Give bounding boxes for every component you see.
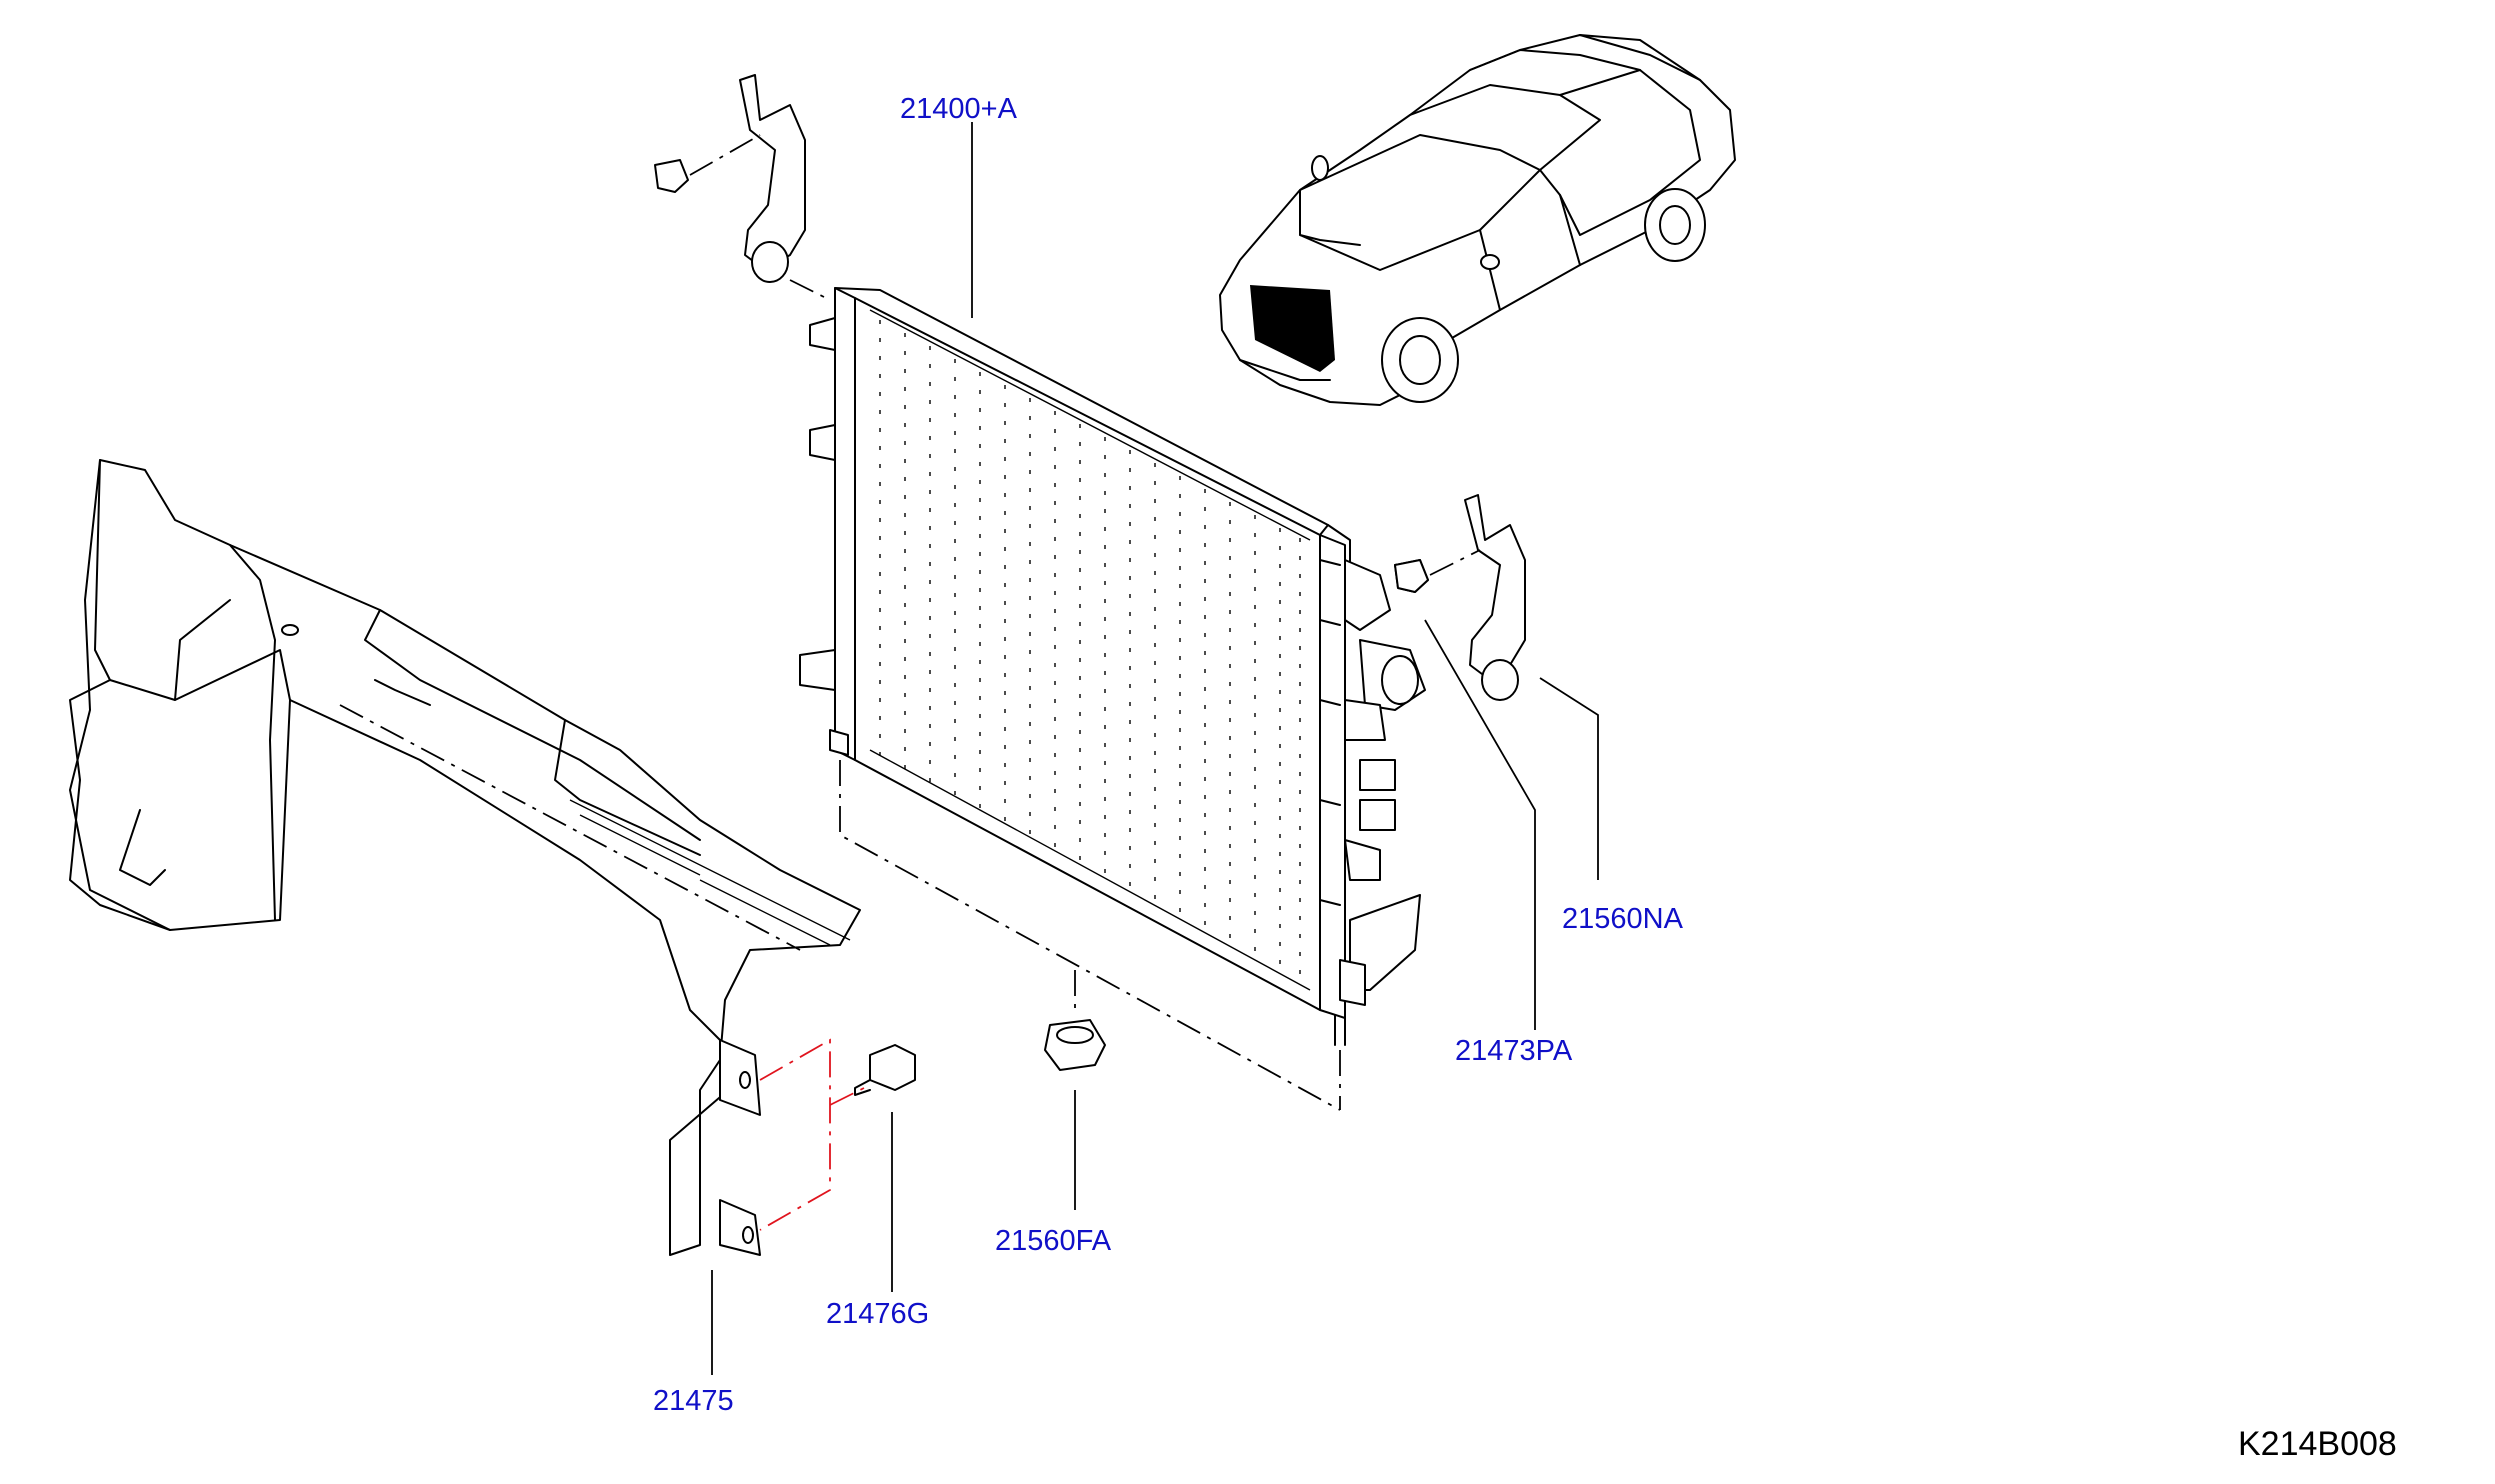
vehicle-locator [1219, 34, 1736, 406]
diagram-code: K214B008 [2238, 1425, 2397, 1463]
label-mount-upper[interactable]: 21560NA [1562, 903, 1684, 935]
radiator [799, 287, 1426, 1046]
lower-mount-grommet [1044, 970, 1106, 1071]
clip-21473pa [1394, 559, 1429, 593]
radiator-core-fins [879, 320, 1301, 985]
clip-fastener [759, 1038, 916, 1231]
label-air-guide[interactable]: 21475 [653, 1385, 734, 1417]
upper-mount-bracket-left [654, 74, 831, 301]
alignment-lines [839, 760, 1341, 1111]
label-mount-lower[interactable]: 21560FA [995, 1225, 1112, 1257]
leader-lines [711, 122, 1599, 1375]
label-clip[interactable]: 21473PA [1455, 1035, 1573, 1067]
air-guide [69, 459, 861, 1256]
label-radiator[interactable]: 21400+A [900, 93, 1018, 125]
label-clip-bracket[interactable]: 21476G [826, 1298, 929, 1330]
